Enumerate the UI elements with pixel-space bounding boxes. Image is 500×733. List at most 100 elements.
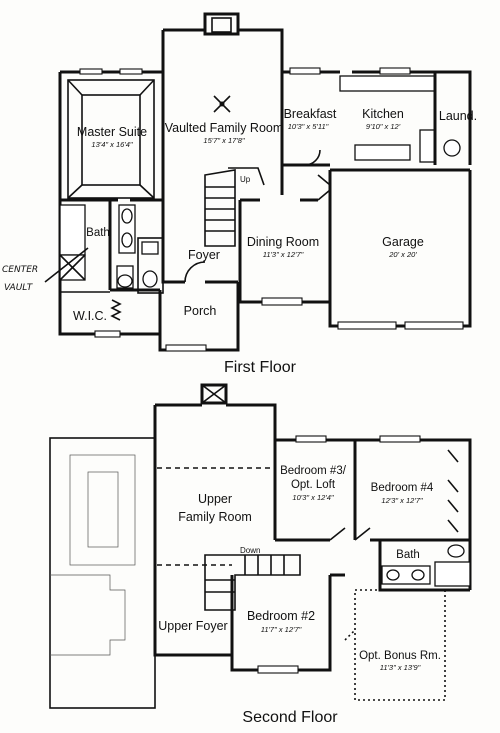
dining-room-label: Dining Room: [247, 235, 319, 249]
window: [289, 67, 321, 75]
master-suite-dims: 13'4" x 16'4": [91, 140, 132, 149]
master-suite-label: Master Suite: [77, 125, 147, 139]
tray-line: [67, 79, 83, 96]
foyer-walls: [161, 240, 238, 284]
sink: [411, 569, 425, 581]
dining-room-dims: 11'3" x 12'7": [263, 250, 304, 259]
toilet: [447, 544, 465, 558]
note-arrow: [44, 247, 89, 283]
master-suite-walls: [58, 70, 163, 336]
garage-door: [404, 321, 464, 330]
bedroom-walls: [275, 438, 472, 590]
bedroom4-dims: 12'3" x 12'7": [381, 496, 422, 505]
window: [257, 665, 299, 674]
second-floor-title: Second Floor: [242, 709, 338, 726]
foyer-label: Foyer: [188, 248, 220, 262]
bedroom3-dims: 10'3" x 12'4": [292, 493, 333, 502]
door-swing: [304, 149, 321, 166]
kitchen-label: Kitchen: [362, 107, 404, 121]
window: [295, 435, 327, 443]
roof-below: [49, 437, 156, 709]
window: [261, 297, 303, 306]
roof-lower: [50, 574, 126, 656]
bedroom3-label-2: Opt. Loft: [291, 479, 336, 491]
powder-sink: [141, 241, 159, 255]
sink: [121, 232, 133, 248]
washer: [443, 139, 461, 157]
kitchen-counter: [339, 75, 436, 92]
bonus-door: [344, 629, 356, 641]
kitchen-counter: [419, 129, 436, 163]
kitchen-dims: 9'10" x 12': [366, 122, 401, 131]
first-floor-stairs: [204, 167, 265, 247]
chimney: [203, 12, 240, 36]
chimney-flue: [211, 17, 232, 33]
tray-ceiling-inner: [81, 94, 141, 186]
door-swing: [329, 527, 371, 541]
tray-ceiling-outer: [67, 79, 155, 199]
bedroom2-dims: 11'7" x 12'7": [261, 625, 302, 634]
bedroom3-label: Bedroom #3/: [280, 465, 347, 477]
porch-label: Porch: [184, 304, 217, 318]
breakfast-dims: 10'3" x 5'11": [288, 122, 329, 131]
roof-hip: [69, 454, 136, 566]
open-to-below-line: [157, 467, 275, 566]
vaulted-family-room-dims: 15'7" x 17'8": [203, 136, 244, 145]
dining-walls: [238, 165, 332, 304]
sink: [386, 569, 400, 581]
handwritten-note-line1: CENTER: [2, 265, 38, 275]
roof-hip-inner: [87, 471, 119, 548]
shower-x: [59, 254, 86, 281]
bonus-room-label: Opt. Bonus Rm.: [359, 650, 441, 662]
bath-label: Bath: [86, 227, 110, 239]
breakfast-label: Breakfast: [284, 107, 337, 121]
sink: [121, 208, 133, 224]
powder-toilet: [142, 270, 158, 288]
bedroom4-label: Bedroom #4: [371, 482, 434, 494]
window: [94, 330, 121, 338]
wic-label: W.I.C.: [73, 309, 107, 323]
window: [119, 68, 143, 75]
garage-door: [337, 321, 397, 330]
tub-deck: [59, 204, 86, 256]
second-floor-plan: Bedroom #3/ Opt. Loft 10'3" x 12'4" Bedr…: [49, 383, 472, 726]
handwritten-note-line2: VAULT: [4, 283, 34, 293]
porch-rail: [165, 344, 207, 352]
upper-foyer-label: Upper Foyer: [158, 619, 227, 633]
first-floor-title: First Floor: [224, 359, 297, 376]
upper-family-label: Upper: [198, 492, 232, 506]
chimney: [200, 383, 228, 405]
kitchen-island: [354, 144, 411, 161]
upper-family-label-2: Family Room: [178, 510, 252, 524]
upper-bath-label: Bath: [396, 549, 420, 561]
tray-line: [139, 79, 155, 96]
garage-entry-door: [317, 174, 331, 201]
second-floor-stairs: [204, 554, 301, 611]
upper-family-walls: [153, 403, 277, 657]
garage-dims: 20' x 20': [388, 250, 417, 259]
wic-rod: [110, 299, 122, 321]
garage-walls: [328, 170, 472, 328]
vaulted-family-room-label: Vaulted Family Room: [165, 121, 284, 135]
tray-line: [139, 184, 155, 199]
down-stair-label: Down: [240, 546, 260, 555]
closet-doors: [447, 449, 459, 533]
chimney-x: [201, 384, 227, 404]
toilet: [117, 274, 133, 288]
first-floor-plan: Master Suite 13'4" x 16'4" Vaulted Famil…: [2, 12, 477, 376]
tray-line: [67, 184, 83, 199]
family-room-walls: [161, 28, 284, 240]
window: [379, 435, 421, 443]
bonus-room-dims: 11'3" x 13'9": [380, 663, 421, 672]
bathtub: [434, 561, 471, 587]
garage-label: Garage: [382, 235, 424, 249]
bonus-room-outline: [354, 589, 446, 701]
bath-wall: [108, 200, 160, 292]
window: [379, 67, 411, 75]
front-door-swing: [184, 261, 206, 283]
up-stair-label: Up: [240, 175, 251, 184]
ceiling-fan-icon: [213, 95, 231, 113]
window: [79, 68, 103, 75]
